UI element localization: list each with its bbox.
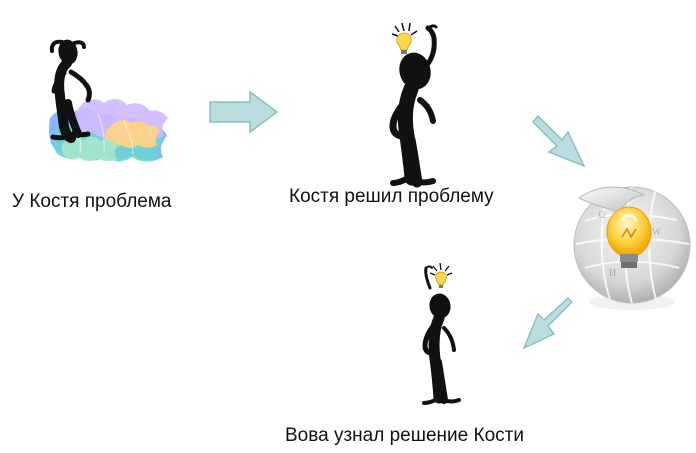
person-icon: [410, 262, 475, 418]
light-bulb-icon: [429, 262, 453, 288]
arrow-icon: [520, 296, 580, 354]
svg-text:И: И: [609, 268, 616, 279]
arrow-icon: [208, 88, 280, 136]
person-icon: [44, 34, 104, 144]
step-2-label: Костя решил проблему: [289, 186, 494, 207]
step-1-label: У Костя проблема: [12, 191, 172, 212]
person-icon: [375, 15, 465, 195]
arrow-icon: [528, 112, 588, 170]
svg-text:Ω: Ω: [598, 210, 605, 221]
wikipedia-globe-icon: Ω W И: [565, 180, 696, 312]
step-3-label: Вова узнал решение Кости: [285, 425, 524, 446]
light-bulb-icon: [391, 22, 418, 54]
svg-text:W: W: [652, 227, 662, 238]
